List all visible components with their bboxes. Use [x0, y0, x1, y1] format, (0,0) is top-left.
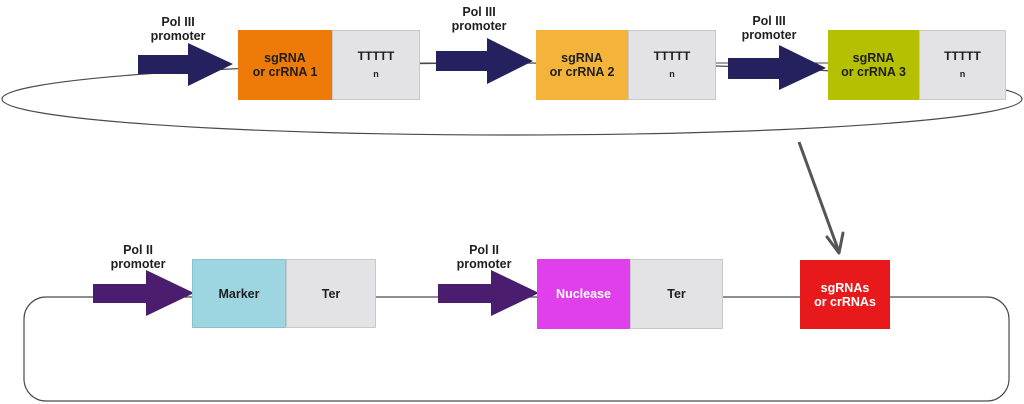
guide-box-2: sgRNA or crRNA 2: [536, 30, 628, 100]
pol3-promoter-arrow-3: [728, 45, 826, 90]
pol2-promoter-label-1: Pol II promoter: [110, 243, 166, 271]
guide-box-1: sgRNA or crRNA 1: [238, 30, 332, 100]
marker-box: Marker: [192, 259, 286, 328]
pol2-promoter-label-2: Pol II promoter: [456, 243, 512, 271]
pol2-promoter-arrow-1: [93, 270, 194, 316]
pol2-promoter-arrow-2: [438, 270, 539, 316]
marker-terminator-box: Ter: [286, 259, 376, 328]
pol3-promoter-label-3: Pol III promoter: [741, 14, 797, 42]
transfer-arrow-line: [797, 141, 841, 253]
transfer-arrow-head: [825, 231, 845, 255]
nuclease-box: Nuclease: [537, 259, 630, 329]
nuclease-terminator-box: Ter: [630, 259, 723, 329]
pol3-promoter-arrow-2: [436, 38, 533, 84]
guides-box: sgRNAs or crRNAs: [800, 260, 890, 329]
pol3-promoter-label-2: Pol III promoter: [451, 5, 507, 33]
pol3-promoter-arrow-1: [138, 43, 233, 86]
pol3-promoter-label-1: Pol III promoter: [150, 15, 206, 43]
guide-box-3: sgRNA or crRNA 3: [828, 30, 919, 100]
